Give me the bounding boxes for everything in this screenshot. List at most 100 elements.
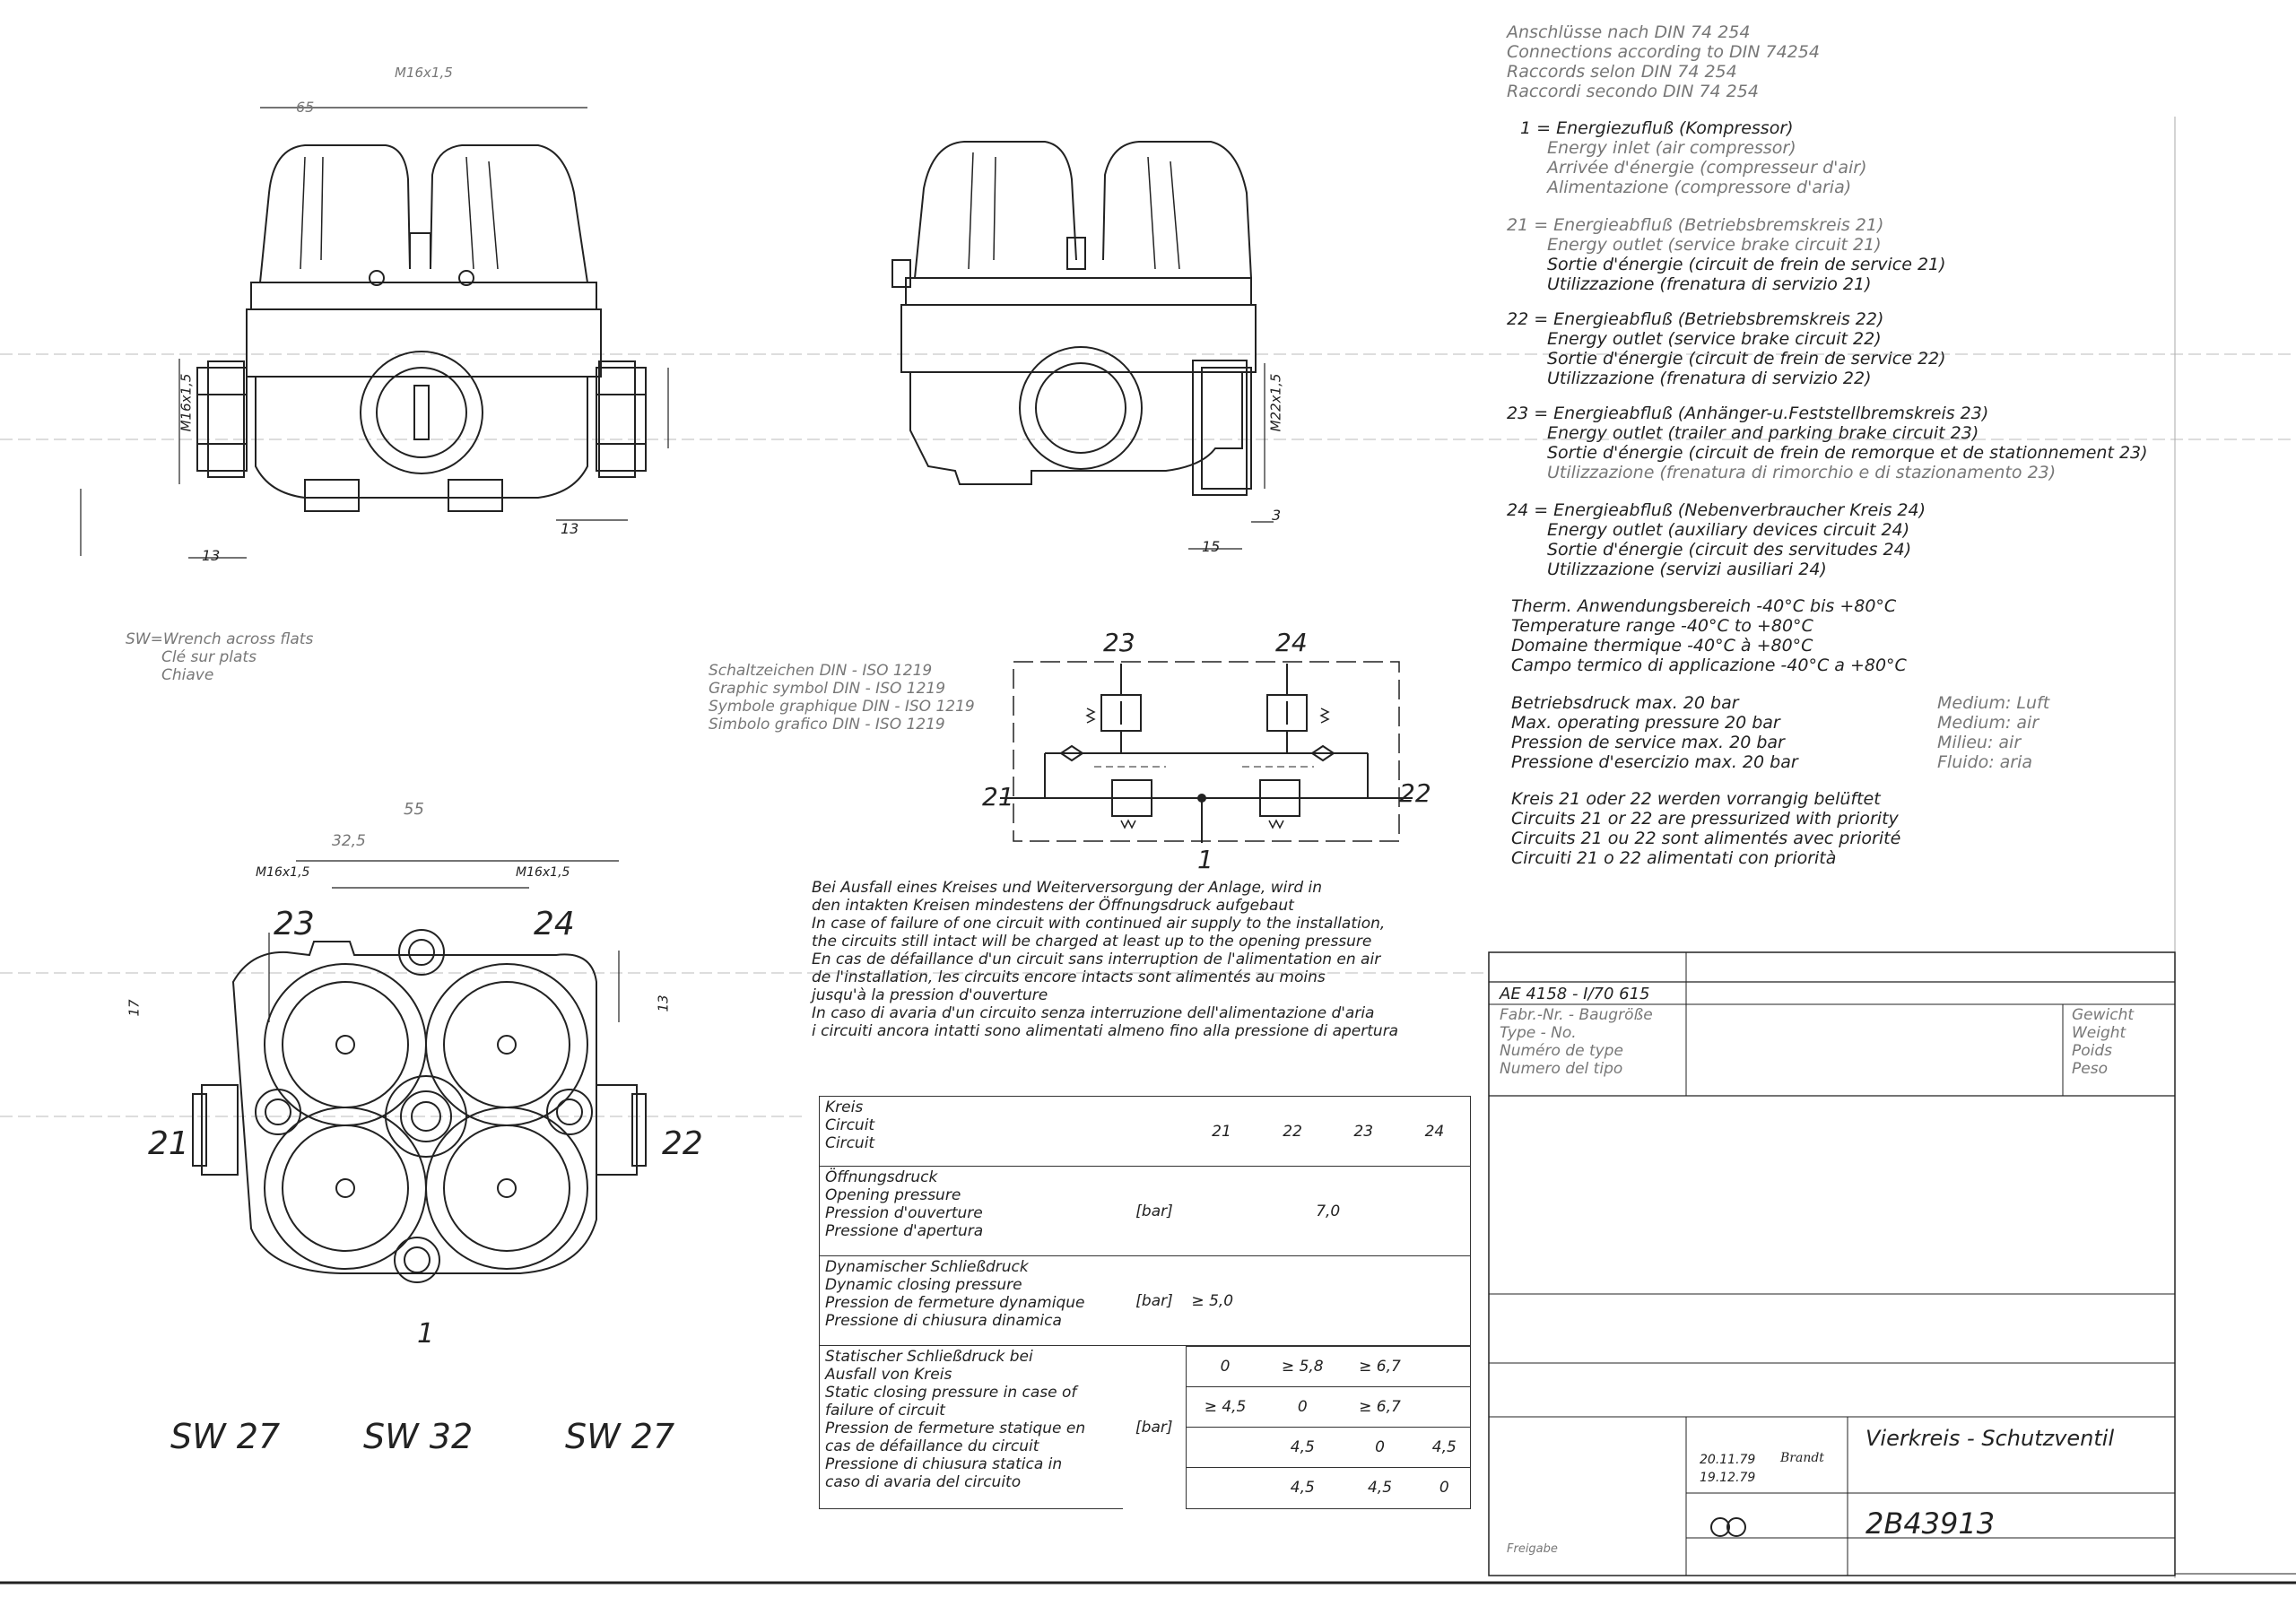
type-label: Numéro de type — [1500, 1042, 1623, 1060]
port-line: Energy inlet (air compressor) — [1547, 138, 1796, 158]
port-line: 22 = Energieabfluß (Betriebsbremskreis 2… — [1507, 309, 1884, 329]
label-line: Pressione di chiusura dinamica — [825, 1312, 1062, 1330]
label-line: Öffnungsdruck — [825, 1168, 938, 1186]
label-line: cas de défaillance du circuit — [825, 1437, 1039, 1455]
port-24-desc: 24 = Energieabfluß (Nebenverbraucher Kre… — [1507, 500, 1926, 579]
static-cell: 4,5 — [1290, 1438, 1315, 1456]
schematic-port-22: 22 — [1399, 778, 1431, 808]
label-line: Circuit — [825, 1116, 875, 1134]
label-line: Static closing pressure in case of — [825, 1384, 1077, 1402]
dim-label: 55 — [404, 800, 424, 819]
note-line: Anschlüsse nach DIN 74 254 — [1507, 22, 1751, 42]
static-cell: 4,5 — [1290, 1479, 1315, 1498]
symbol-line: Schaltzeichen DIN - ISO 1219 — [709, 662, 933, 680]
weight-labels: Gewicht Weight Poids Peso — [2072, 1006, 2134, 1078]
dim-label: 13 — [655, 994, 672, 1012]
port-line: 24 = Energieabfluß (Nebenverbraucher Kre… — [1507, 500, 1926, 520]
pressure-line: Betriebsdruck max. 20 bar — [1511, 693, 1739, 713]
static-unit: [bar] — [1122, 1345, 1187, 1508]
medium-line: Medium: Luft — [1937, 693, 2050, 713]
dynamic-value: ≥ 5,0 — [1186, 1255, 1472, 1346]
note-line: Raccords selon DIN 74 254 — [1507, 62, 1737, 82]
wrench-line: Clé sur plats — [161, 648, 257, 666]
label-line: failure of circuit — [825, 1402, 945, 1420]
wrench-line: SW=Wrench across flats — [126, 630, 314, 648]
wrench-size: SW 27 — [170, 1417, 281, 1456]
side-view — [891, 141, 1274, 550]
drawing-title: Vierkreis - Schutzventil — [1866, 1426, 2115, 1451]
dynamic-label: Dynamischer Schließdruck Dynamic closing… — [818, 1255, 1123, 1346]
dim-label: M16x1,5 — [256, 865, 310, 880]
static-cell: ≥ 5,8 — [1281, 1358, 1324, 1376]
label-line: Dynamischer Schließdruck — [825, 1258, 1029, 1276]
dim-label: 15 — [1202, 538, 1221, 555]
static-cell: 0 — [1439, 1479, 1449, 1498]
medium-line: Milieu: air — [1937, 733, 2022, 752]
bottom-port-1: 1 — [417, 1318, 435, 1350]
pressure-line: Max. operating pressure 20 bar — [1511, 713, 1780, 733]
label-line: Statischer Schließdruck bei — [825, 1348, 1033, 1366]
schematic-port-24: 24 — [1275, 628, 1308, 657]
pressure-line: Pressione d'esercizio max. 20 bar — [1511, 752, 1798, 772]
label-line: Kreis — [825, 1098, 864, 1116]
type-labels: Fabr.-Nr. - Baugröße Type - No. Numéro d… — [1500, 1006, 1653, 1078]
static-cell: ≥ 4,5 — [1204, 1398, 1247, 1416]
port-line: Utilizzazione (servizi ausiliari 24) — [1547, 560, 1827, 579]
failure-line: En cas de défaillance d'un circuit sans … — [812, 951, 1381, 968]
weight-label: Peso — [2072, 1060, 2108, 1078]
wrench-note: SW=Wrench across flats Clé sur plats Chi… — [126, 630, 313, 684]
label-line: Opening pressure — [825, 1186, 961, 1204]
port-line: 23 = Energieabfluß (Anhänger-u.Feststell… — [1507, 404, 1989, 423]
port-line: Sortie d'énergie (circuit des servitudes… — [1547, 540, 1912, 560]
failure-line: Bei Ausfall eines Kreises und Weitervers… — [812, 879, 1323, 897]
static-cell: 0 — [1375, 1438, 1385, 1456]
operating-pressure: Betriebsdruck max. 20 bar Max. operating… — [1511, 693, 1798, 772]
front-view — [80, 107, 669, 559]
note-line: Connections according to DIN 74254 — [1507, 42, 1820, 62]
static-label: Statischer Schließdruck bei Ausfall von … — [818, 1345, 1123, 1509]
port-1-desc: 1 = Energiezufluß (Kompressor) Energy in… — [1520, 118, 1867, 197]
weight-label: Gewicht — [2072, 1006, 2135, 1024]
port-line: Energy outlet (service brake circuit 22) — [1547, 329, 1882, 349]
type-label: Numero del tipo — [1500, 1060, 1623, 1078]
port-line: Sortie d'énergie (circuit de frein de re… — [1547, 443, 2148, 463]
port-line: Energy outlet (trailer and parking brake… — [1547, 423, 1979, 443]
dim-label: 3 — [1272, 507, 1282, 524]
type-label: Type - No. — [1500, 1024, 1577, 1042]
static-cell — [1419, 1347, 1470, 1387]
drawing-number: 2B43913 — [1866, 1506, 1996, 1541]
failure-line: den intakten Kreisen mindestens der Öffn… — [812, 897, 1294, 915]
dim-label: 65 — [296, 99, 315, 116]
port-23-desc: 23 = Energieabfluß (Anhänger-u.Feststell… — [1507, 404, 2148, 482]
dim-label: 13 — [561, 520, 579, 537]
label-line: caso di avaria del circuito — [825, 1473, 1022, 1491]
connections-note: Anschlüsse nach DIN 74 254 Connections a… — [1507, 22, 1820, 101]
date-2: 19.12.79 — [1700, 1471, 1756, 1485]
port-line: 21 = Energieabfluß (Betriebsbremskreis 2… — [1507, 215, 1884, 235]
port-line: Arrivée d'énergie (compresseur d'air) — [1547, 158, 1867, 178]
static-cell — [1187, 1428, 1264, 1468]
port-line: Energy outlet (service brake circuit 21) — [1547, 235, 1882, 255]
port-line: Energy outlet (auxiliary devices circuit… — [1547, 520, 1910, 540]
circuit-label-cell: Kreis Circuit Circuit — [818, 1096, 1123, 1167]
failure-line: jusqu'à la pression d'ouverture — [812, 986, 1048, 1004]
bottom-port-23: 23 — [274, 906, 315, 942]
circuit-21: 21 — [1212, 1122, 1231, 1141]
wrench-size: SW 32 — [363, 1417, 474, 1456]
note-line: Raccordi secondo DIN 74 254 — [1507, 82, 1759, 101]
bottom-port-24: 24 — [534, 906, 575, 942]
weight-label: Poids — [2072, 1042, 2113, 1060]
wrench-line: Chiave — [161, 666, 214, 684]
temp-line: Therm. Anwendungsbereich -40°C bis +80°C — [1511, 596, 1897, 616]
port-line: Utilizzazione (frenatura di servizio 21) — [1547, 274, 1872, 294]
pressure-spec-table: Kreis Circuit Circuit 21 22 23 24 Öffnun… — [818, 1096, 1472, 1509]
static-cell — [1419, 1387, 1470, 1428]
failure-note: Bei Ausfall eines Kreises und Weitervers… — [812, 879, 1398, 1040]
wrench-size: SW 27 — [565, 1417, 675, 1456]
label-line: Pressione di chiusura statica in — [825, 1455, 1063, 1473]
pneumatic-schematic — [1000, 661, 1413, 843]
bottom-port-21: 21 — [148, 1125, 189, 1162]
type-label: Fabr.-Nr. - Baugröße — [1500, 1006, 1653, 1024]
port-line: Sortie d'énergie (circuit de frein de se… — [1547, 255, 1946, 274]
